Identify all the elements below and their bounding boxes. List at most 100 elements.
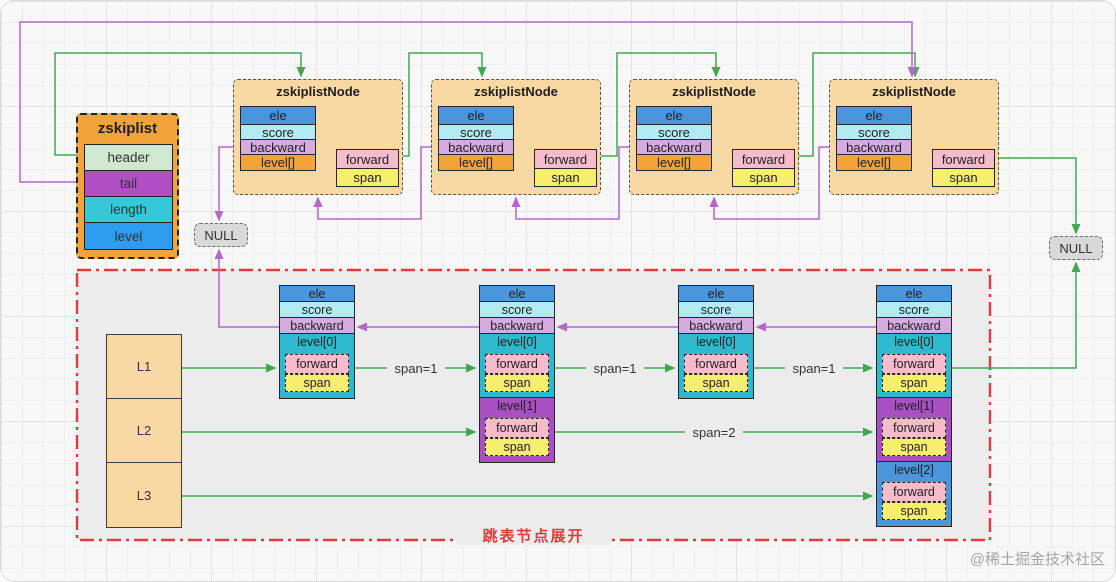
null-box-left: NULL: [194, 223, 248, 247]
field-span: span: [733, 169, 794, 186]
node-fields: ele score backward level[]: [438, 106, 514, 171]
field-forward: forward: [285, 354, 349, 374]
field-forward: forward: [485, 418, 549, 438]
field-span: span: [485, 374, 549, 392]
field-span: span: [882, 438, 946, 456]
field-level-array: level[]: [241, 155, 315, 170]
zskiplistnode-3: zskiplistNode ele score backward level[]…: [629, 79, 799, 195]
field-forward: forward: [535, 150, 596, 169]
field-forward: forward: [882, 482, 946, 502]
field-backward: backward: [877, 318, 951, 334]
field-forward: forward: [485, 354, 549, 374]
span-label-4: span=2: [685, 423, 743, 441]
level1-container: level[1] forward span: [480, 398, 554, 462]
zskiplistnode-2: zskiplistNode ele score backward level[]…: [431, 79, 601, 195]
field-span: span: [285, 374, 349, 392]
field-ele: ele: [637, 107, 711, 125]
zskiplistnode-4: zskiplistNode ele score backward level[]…: [829, 79, 999, 195]
field-tail: tail: [85, 171, 172, 197]
node4-forward-to-null-line: [993, 157, 1081, 235]
field-level: level: [85, 223, 172, 249]
field-span: span: [485, 438, 549, 456]
expanded-section-caption: 跳表节点展开: [456, 525, 611, 545]
level0-label: level[0]: [497, 335, 537, 349]
field-level-array: level[]: [837, 155, 911, 170]
field-backward: backward: [241, 140, 315, 155]
field-forward: forward: [882, 418, 946, 438]
node-title: zskiplistNode: [276, 84, 360, 99]
field-ele: ele: [837, 107, 911, 125]
field-backward: backward: [637, 140, 711, 155]
field-level-array: level[]: [637, 155, 711, 170]
watermark-text: @稀土掘金技术社区: [969, 551, 1105, 568]
field-span: span: [535, 169, 596, 186]
field-ele: ele: [480, 286, 554, 302]
level2-container: level[2] forward span: [877, 462, 951, 526]
zskiplist-struct-box: zskiplist header tail length level: [76, 113, 179, 259]
level0-label: level[0]: [894, 335, 934, 349]
field-backward: backward: [439, 140, 513, 155]
field-span: span: [684, 374, 748, 392]
field-backward: backward: [837, 140, 911, 155]
field-span: span: [337, 169, 398, 186]
level-entry: forward span: [732, 149, 795, 187]
field-forward: forward: [882, 354, 946, 374]
level-entry: forward span: [932, 149, 995, 187]
field-forward: forward: [337, 150, 398, 169]
field-level-array: level[]: [439, 155, 513, 170]
rank-l3: L3: [136, 487, 152, 503]
field-forward: forward: [933, 150, 994, 169]
field-backward: backward: [280, 318, 354, 334]
level0-container: level[0] forward span: [280, 334, 354, 398]
field-span: span: [882, 502, 946, 520]
field-score: score: [439, 125, 513, 140]
field-score: score: [280, 302, 354, 318]
level0-label: level[0]: [696, 335, 736, 349]
field-ele: ele: [439, 107, 513, 125]
field-score: score: [637, 125, 711, 140]
node-fields: ele score backward level[]: [240, 106, 316, 171]
node-title: zskiplistNode: [474, 84, 558, 99]
field-ele: ele: [679, 286, 753, 302]
node-title: zskiplistNode: [672, 84, 756, 99]
node-fields: ele score backward level[]: [836, 106, 912, 171]
node-fields: ele score backward level[]: [636, 106, 712, 171]
field-forward: forward: [733, 150, 794, 169]
level1-label: level[1]: [894, 399, 934, 413]
level0-container: level[0] forward span: [480, 334, 554, 398]
field-length: length: [85, 197, 172, 223]
field-ele: ele: [241, 107, 315, 125]
field-span: span: [882, 374, 946, 392]
expanded-node-2: ele score backward level[0] forward span…: [479, 285, 555, 463]
field-ele: ele: [877, 286, 951, 302]
field-score: score: [877, 302, 951, 318]
node-title: zskiplistNode: [872, 84, 956, 99]
zskiplistnode-1: zskiplistNode ele score backward level[]…: [233, 79, 403, 195]
field-score: score: [679, 302, 753, 318]
field-forward: forward: [684, 354, 748, 374]
zskiplist-fields: header tail length level: [84, 144, 173, 250]
expanded-node-4: ele score backward level[0] forward span…: [876, 285, 952, 527]
level2-label: level[2]: [894, 463, 934, 477]
level1-container: level[1] forward span: [877, 398, 951, 462]
rank-l1: L1: [107, 335, 181, 399]
field-score: score: [241, 125, 315, 140]
level0-container: level[0] forward span: [679, 334, 753, 398]
expanded-node-3: ele score backward level[0] forward span: [678, 285, 754, 399]
span-label-2: span=1: [586, 359, 644, 377]
level1-label: level[1]: [497, 399, 537, 413]
level-rank-boxes: L1 L2 L3: [106, 334, 182, 528]
span-label-1: span=1: [387, 359, 445, 377]
field-header: header: [85, 145, 172, 171]
field-score: score: [837, 125, 911, 140]
level-entry: forward span: [534, 149, 597, 187]
level0-label: level[0]: [297, 335, 337, 349]
expanded-node-1: ele score backward level[0] forward span: [279, 285, 355, 399]
span-label-3: span=1: [785, 359, 843, 377]
zskiplist-title: zskiplist: [97, 120, 158, 137]
field-backward: backward: [679, 318, 753, 334]
level-entry: forward span: [336, 149, 399, 187]
null-box-right: NULL: [1049, 236, 1103, 260]
level0-container: level[0] forward span: [877, 334, 951, 398]
